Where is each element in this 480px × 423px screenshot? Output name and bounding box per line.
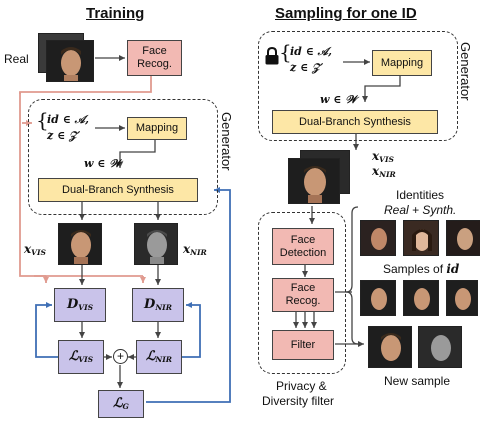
loss-vis-box: ℒVIS (58, 340, 104, 374)
identity-photo-2 (403, 220, 439, 256)
generator-label-left: Generator (219, 112, 234, 171)
sum-operator: + (113, 349, 128, 364)
lock-icon (264, 46, 280, 65)
dual-branch-box-left: Dual-Branch Synthesis (38, 178, 198, 202)
new-sample-label: New sample (384, 374, 451, 388)
face-recog-box-right: Face Recog. (272, 278, 334, 312)
generated-vis-photo (58, 223, 102, 265)
filter-region (258, 212, 346, 374)
sample-photo-1 (360, 280, 396, 316)
privacy-label-line1: Privacy & (276, 379, 327, 393)
x-nir-label: xNIR (183, 242, 207, 257)
new-sample-vis-photo (368, 326, 412, 368)
mapping-box-left: Mapping (127, 117, 187, 140)
latent-z-left: z ∈ 𝒵 (47, 129, 78, 142)
real-synth-label: Real + Synth. (384, 203, 457, 217)
privacy-label-line2: Diversity filter (262, 394, 335, 408)
w-space-left: w ∈ 𝒲 (84, 157, 121, 170)
real-label: Real (4, 52, 29, 66)
identities-label: Identities (396, 188, 445, 202)
filter-box: Filter (272, 330, 334, 360)
title-training: Training (86, 5, 145, 22)
real-face-photo (46, 40, 94, 82)
generator-label-right: Generator (458, 42, 473, 101)
w-space-right: w ∈ 𝒲 (320, 93, 357, 106)
x-nir-label-right: xNIR (372, 164, 396, 179)
sample-photo-3 (446, 280, 478, 316)
d-nir-box: DNIR (132, 288, 184, 322)
face-detection-box: Face Detection (272, 228, 334, 265)
generator-region-left (28, 99, 218, 215)
generated-nir-photo (134, 223, 178, 265)
face-recog-box-left: Face Recog. (127, 40, 182, 76)
generator-region-right (258, 31, 458, 141)
brace-open-left: { (36, 108, 49, 132)
latent-id-left: id ∈ 𝒜, (47, 113, 89, 126)
d-vis-box: DVIS (54, 288, 106, 322)
sample-vis-photo (288, 158, 340, 204)
samples-of-label: Samples of id (383, 262, 460, 276)
new-sample-nir-photo (418, 326, 462, 368)
mapping-box-right: Mapping (372, 50, 432, 76)
x-vis-label-right: xVIS (372, 149, 394, 164)
dual-branch-box-right: Dual-Branch Synthesis (272, 110, 438, 134)
latent-id-right: id ∈ 𝒜, (290, 45, 332, 58)
latent-z-right: z ∈ 𝒵 (290, 61, 321, 74)
loss-nir-box: ℒNIR (136, 340, 182, 374)
brace-open-right: { (279, 40, 292, 64)
loss-g-box: ℒG (98, 390, 144, 418)
identity-photo-3 (446, 220, 480, 256)
x-vis-label: xVIS (24, 242, 46, 257)
title-sampling: Sampling for one ID (275, 5, 417, 22)
sample-photo-2 (403, 280, 439, 316)
identity-photo-1 (360, 220, 396, 256)
